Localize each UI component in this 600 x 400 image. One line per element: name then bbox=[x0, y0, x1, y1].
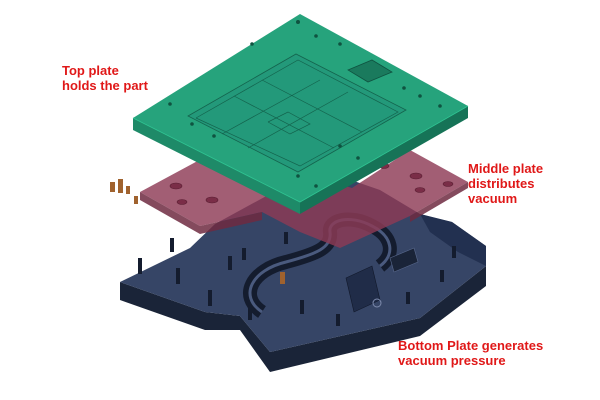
bottom-plate-label-line-1: Bottom Plate generates bbox=[398, 338, 544, 353]
top-plate-side-right bbox=[300, 106, 468, 214]
pin bbox=[110, 182, 115, 192]
bottom-plate-side bbox=[120, 266, 486, 372]
middle-plate-label: Middle plate distributes vacuum bbox=[468, 161, 543, 206]
middle-plate-label-line-2: distributes bbox=[468, 176, 535, 191]
top-plate-label-line-2: holds the part bbox=[62, 78, 148, 93]
pin bbox=[134, 196, 138, 204]
top-plate-label: Top plate holds the part bbox=[62, 63, 148, 93]
bottom-plate-raised-block bbox=[420, 214, 486, 266]
middle-plate-label-line-1: Middle plate bbox=[468, 161, 544, 176]
pin bbox=[280, 272, 285, 284]
pin bbox=[126, 186, 130, 194]
bottom-plate-label-line-2: vacuum pressure bbox=[398, 353, 506, 368]
bottom-plate-label: Bottom Plate generates vacuum pressure bbox=[398, 338, 543, 368]
bottom-plate-connector bbox=[389, 247, 419, 273]
top-plate-pocket bbox=[187, 53, 407, 173]
top-plate-holes bbox=[168, 20, 442, 188]
middle-plate-side-right bbox=[410, 182, 468, 222]
top-plate-side-left bbox=[133, 118, 300, 214]
bottom-plate-posts bbox=[138, 232, 456, 326]
pin bbox=[118, 179, 123, 193]
middle-plate-label-line-3: vacuum bbox=[468, 191, 518, 206]
top-plate-label-line-1: Top plate bbox=[62, 63, 119, 78]
top-plate-edge bbox=[132, 105, 469, 203]
top-plate-slot bbox=[347, 59, 393, 83]
pocket-grooves bbox=[195, 59, 399, 167]
middle-plate-side bbox=[140, 192, 262, 234]
top-plate bbox=[132, 14, 469, 214]
bottom-plate-port bbox=[372, 298, 382, 308]
alignment-pins bbox=[110, 179, 285, 284]
